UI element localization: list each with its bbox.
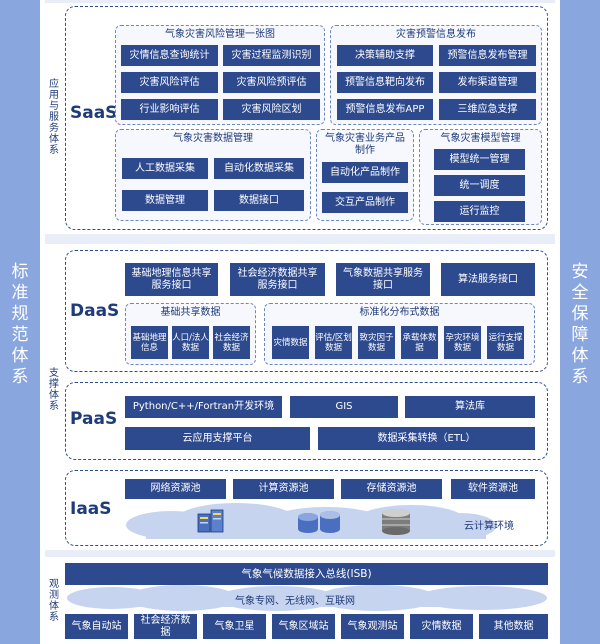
data-mgmt-item-3[interactable]: 数据管理 bbox=[122, 190, 208, 211]
standard-item-1[interactable]: 灾情数据 bbox=[272, 326, 309, 359]
observation-section: 观测体系 气象气候数据接入总线(ISB) 气象专网、无线网、互联网 气象自动站 … bbox=[45, 557, 555, 644]
source-observation-station[interactable]: 气象观测站 bbox=[341, 614, 404, 639]
product-item-1[interactable]: 自动化产品制作 bbox=[322, 162, 408, 183]
standard-item-6[interactable]: 运行支撑数据 bbox=[487, 326, 524, 359]
paas-gis[interactable]: GIS bbox=[290, 396, 398, 418]
paas-etl[interactable]: 数据采集转换（ETL） bbox=[318, 427, 535, 450]
daas-interface-4[interactable]: 算法服务接口 bbox=[441, 263, 535, 296]
warning-item-6[interactable]: 三维应急支撑 bbox=[439, 99, 536, 120]
application-section: 应用与服务体系 SaaS 气象灾害风险管理一张图 灾情信息查询统计 灾害过程监测… bbox=[45, 3, 555, 234]
warning-item-3[interactable]: 预警信息靶向发布 bbox=[337, 72, 433, 93]
basic-shared-data-group: 基础共享数据 基础地理信息 人口/法人数据 社会经济数据 bbox=[125, 303, 256, 365]
warning-item-2[interactable]: 预警信息发布管理 bbox=[439, 45, 536, 66]
source-satellite[interactable]: 气象卫星 bbox=[203, 614, 266, 639]
data-mgmt-item-4[interactable]: 数据接口 bbox=[214, 190, 304, 211]
iaas-frame: IaaS 网络资源池 计算资源池 存储资源池 软件资源池 bbox=[65, 470, 548, 546]
source-regional-station[interactable]: 气象区域站 bbox=[272, 614, 335, 639]
paas-algorithm-lib[interactable]: 算法库 bbox=[405, 396, 535, 418]
model-title: 气象灾害模型管理 bbox=[440, 133, 521, 144]
risk-item-6[interactable]: 灾害风险区划 bbox=[223, 99, 320, 120]
warning-item-1[interactable]: 决策辅助支撑 bbox=[337, 45, 433, 66]
source-auto-station[interactable]: 气象自动站 bbox=[65, 614, 128, 639]
left-column-title: 标准规范体系 bbox=[11, 262, 29, 387]
right-column-title: 安全保障体系 bbox=[571, 262, 589, 387]
saas-frame: SaaS 气象灾害风险管理一张图 灾情信息查询统计 灾害过程监测识别 灾害风险评… bbox=[65, 6, 548, 230]
database-icon bbox=[298, 511, 340, 533]
daas-interface-2[interactable]: 社会经济数据共享服务接口 bbox=[230, 263, 325, 296]
standard-data-group: 标准化分布式数据 灾情数据 评估/区划数据 致灾因子数据 承载体数据 孕灾环境数… bbox=[264, 303, 535, 365]
warning-item-4[interactable]: 发布渠道管理 bbox=[439, 72, 536, 93]
source-other-data[interactable]: 其他数据 bbox=[479, 614, 548, 639]
paas-cloud-platform[interactable]: 云应用支撑平台 bbox=[125, 427, 310, 450]
risk-item-1[interactable]: 灾情信息查询统计 bbox=[121, 45, 218, 66]
paas-label: PaaS bbox=[70, 409, 118, 429]
paas-frame: PaaS Python/C++/Fortran开发环境 GIS 算法库 云应用支… bbox=[65, 382, 548, 460]
daas-label: DaaS bbox=[70, 301, 120, 321]
observation-section-label: 观测体系 bbox=[49, 579, 59, 623]
risk-item-4[interactable]: 灾害风险预评估 bbox=[223, 72, 320, 93]
network-label: 气象专网、无线网、互联网 bbox=[235, 596, 355, 607]
cloud-env-label: 云计算环境 bbox=[464, 521, 514, 532]
risk-item-2[interactable]: 灾害过程监测识别 bbox=[223, 45, 320, 66]
daas-interface-3[interactable]: 气象数据共享服务接口 bbox=[336, 263, 430, 296]
warning-title: 灾害预警信息发布 bbox=[396, 29, 476, 40]
support-section-label: 支撑体系 bbox=[49, 368, 59, 412]
basic-item-3[interactable]: 社会经济数据 bbox=[213, 326, 250, 359]
basic-item-2[interactable]: 人口/法人数据 bbox=[172, 326, 209, 359]
model-item-3[interactable]: 运行监控 bbox=[434, 201, 525, 222]
data-mgmt-item-1[interactable]: 人工数据采集 bbox=[122, 158, 208, 179]
source-socioeconomic[interactable]: 社会经济数据 bbox=[134, 614, 197, 639]
product-group: 气象灾害业务产品制作 自动化产品制作 交互产品制作 bbox=[316, 129, 414, 221]
daas-interface-1[interactable]: 基础地理信息共享服务接口 bbox=[125, 263, 218, 296]
iaas-storage-pool[interactable]: 存储资源池 bbox=[341, 479, 442, 499]
basic-item-1[interactable]: 基础地理信息 bbox=[131, 326, 168, 359]
left-column bbox=[0, 0, 40, 644]
paas-dev-env[interactable]: Python/C++/Fortran开发环境 bbox=[125, 396, 282, 418]
iaas-network-pool[interactable]: 网络资源池 bbox=[125, 479, 226, 499]
risk-item-3[interactable]: 灾害风险评估 bbox=[121, 72, 218, 93]
product-item-2[interactable]: 交互产品制作 bbox=[322, 192, 408, 213]
standard-item-2[interactable]: 评估/区划数据 bbox=[315, 326, 352, 359]
storage-icon bbox=[382, 509, 410, 535]
standard-item-3[interactable]: 致灾因子数据 bbox=[358, 326, 395, 359]
risk-map-title: 气象灾害风险管理一张图 bbox=[165, 29, 275, 40]
network-cloud bbox=[67, 585, 547, 613]
iaas-compute-pool[interactable]: 计算资源池 bbox=[233, 479, 334, 499]
basic-shared-data-title: 基础共享数据 bbox=[160, 307, 221, 318]
risk-map-group: 气象灾害风险管理一张图 灾情信息查询统计 灾害过程监测识别 灾害风险评估 灾害风… bbox=[115, 25, 325, 125]
application-section-label: 应用与服务体系 bbox=[49, 79, 59, 156]
model-item-1[interactable]: 模型统一管理 bbox=[434, 149, 525, 170]
server-icon bbox=[197, 509, 224, 533]
data-management-group: 气象灾害数据管理 人工数据采集 自动化数据采集 数据管理 数据接口 bbox=[115, 129, 311, 221]
daas-frame: DaaS 基础地理信息共享服务接口 社会经济数据共享服务接口 气象数据共享服务接… bbox=[65, 250, 548, 372]
source-disaster-data[interactable]: 灾情数据 bbox=[410, 614, 473, 639]
saas-label: SaaS bbox=[70, 103, 118, 123]
warning-group: 灾害预警信息发布 决策辅助支撑 预警信息发布管理 预警信息靶向发布 发布渠道管理… bbox=[330, 25, 542, 125]
iaas-software-pool[interactable]: 软件资源池 bbox=[451, 479, 535, 499]
standard-data-title: 标准化分布式数据 bbox=[359, 307, 440, 318]
standard-item-4[interactable]: 承载体数据 bbox=[401, 326, 438, 359]
product-title: 气象灾害业务产品制作 bbox=[325, 133, 405, 156]
model-group: 气象灾害模型管理 模型统一管理 统一调度 运行监控 bbox=[419, 129, 542, 225]
data-mgmt-item-2[interactable]: 自动化数据采集 bbox=[214, 158, 304, 179]
warning-item-5[interactable]: 预警信息发布APP bbox=[337, 99, 433, 120]
data-management-title: 气象灾害数据管理 bbox=[173, 133, 253, 144]
iaas-label: IaaS bbox=[70, 499, 112, 519]
isb-bus[interactable]: 气象气候数据接入总线(ISB) bbox=[65, 563, 548, 585]
model-item-2[interactable]: 统一调度 bbox=[434, 175, 525, 196]
risk-item-5[interactable]: 行业影响评估 bbox=[121, 99, 218, 120]
right-column bbox=[560, 0, 600, 644]
standard-item-5[interactable]: 孕灾环境数据 bbox=[444, 326, 481, 359]
support-section: 支撑体系 DaaS 基础地理信息共享服务接口 社会经济数据共享服务接口 气象数据… bbox=[45, 244, 555, 550]
